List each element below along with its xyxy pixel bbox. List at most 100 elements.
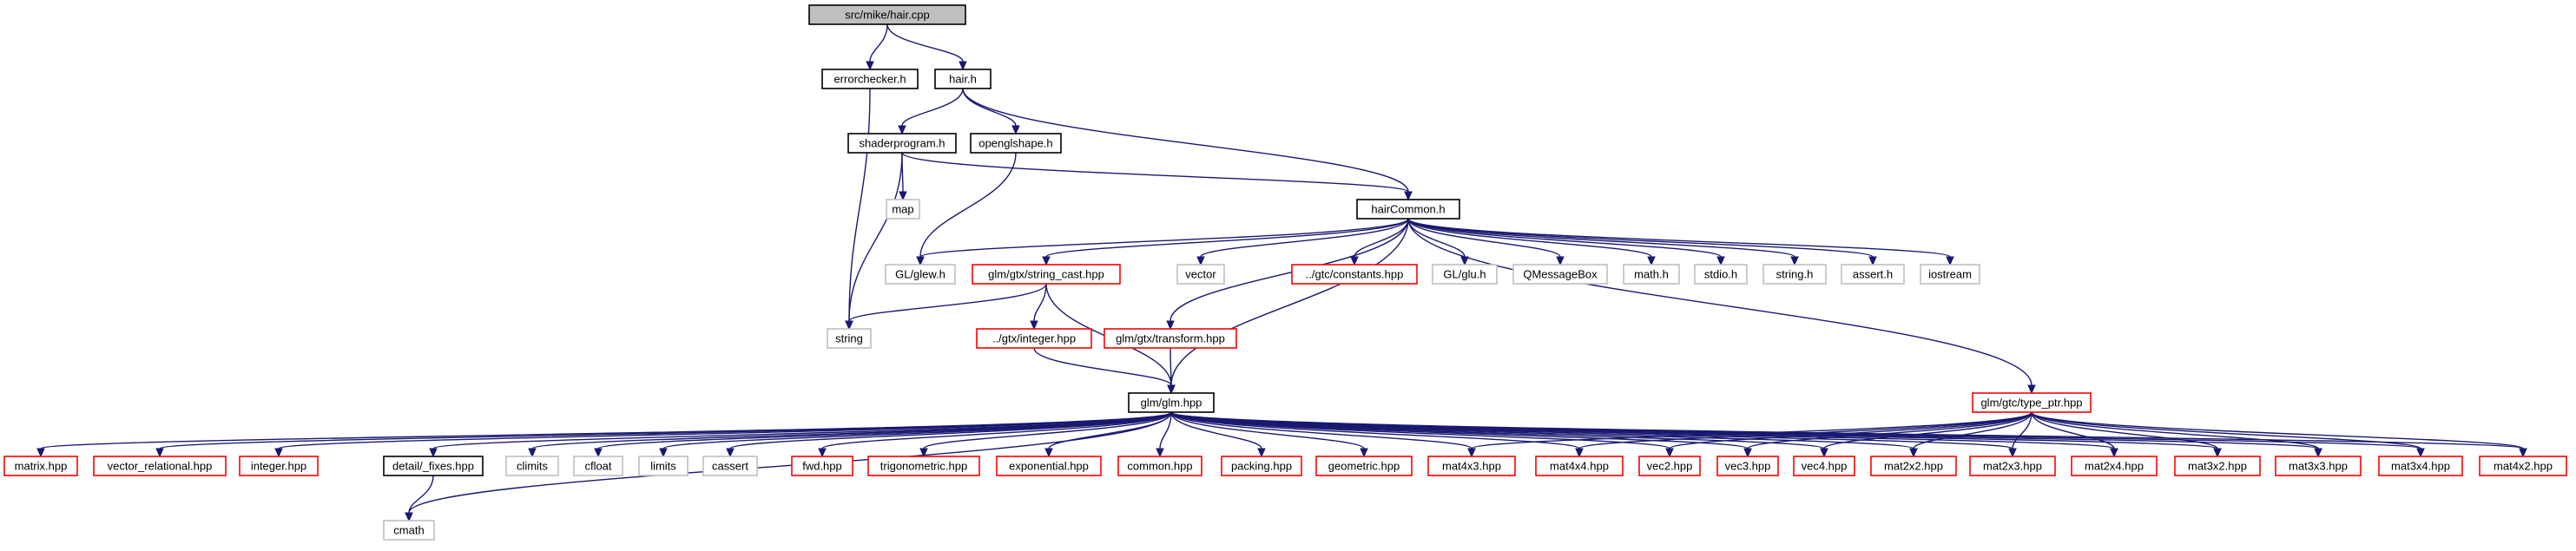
edge-arrowhead xyxy=(916,256,925,266)
edge-line xyxy=(2012,411,2032,449)
edge-arrowhead xyxy=(36,448,45,458)
dependency-edge-string_cast-to-gtx_integer xyxy=(1030,283,1047,331)
node-box xyxy=(1221,456,1302,476)
node-box xyxy=(847,133,957,154)
node-box xyxy=(383,456,484,476)
edge-arrowhead xyxy=(959,61,967,71)
node-mat2x3[interactable]: mat2x3.hpp xyxy=(1969,456,2056,476)
node-label: QMessageBox xyxy=(1523,268,1598,281)
node-errorchecker[interactable]: errorchecker.h xyxy=(821,69,919,89)
node-box xyxy=(239,456,319,476)
node-fwd[interactable]: fwd.hpp xyxy=(791,456,853,476)
node-mat3x2[interactable]: mat3x2.hpp xyxy=(2174,456,2261,476)
node-label: glm/gtc/type_ptr.hpp xyxy=(1980,397,2082,410)
node-mat4x2[interactable]: mat4x2.hpp xyxy=(2479,456,2567,476)
edge-arrowhead xyxy=(1743,448,1752,458)
dependency-edge-hairCommon-to-math xyxy=(1407,218,1656,266)
node-label: exponential.hpp xyxy=(1009,460,1089,473)
node-label: climits xyxy=(517,460,549,473)
dependency-edge-glm-to-cassert xyxy=(726,411,1172,458)
node-vector: vector xyxy=(1176,264,1225,285)
edge-line xyxy=(1159,411,1172,449)
edge-arrowhead xyxy=(1404,191,1413,201)
dependency-edge-hair-to-shaderprogram xyxy=(898,88,964,135)
edge-line xyxy=(1407,218,1652,258)
node-box xyxy=(996,456,1102,476)
node-box xyxy=(1870,456,1957,476)
node-mat2x4[interactable]: mat2x4.hpp xyxy=(2071,456,2158,476)
node-label: matrix.hpp xyxy=(15,460,68,473)
node-trigonometric[interactable]: trigonometric.hpp xyxy=(867,456,980,476)
edge-arrowhead xyxy=(528,448,537,458)
dependency-edge-glm-to-limits xyxy=(659,411,1172,458)
node-vec2[interactable]: vec2.hpp xyxy=(1638,456,1701,476)
node-geometric[interactable]: geometric.hpp xyxy=(1315,456,1413,476)
node-label: ../gtc/constants.hpp xyxy=(1306,268,1404,281)
dependency-edge-glm-to-integer xyxy=(274,411,1172,458)
node-box xyxy=(1117,456,1202,476)
node-packing[interactable]: packing.hpp xyxy=(1221,456,1302,476)
edge-line xyxy=(962,88,1409,193)
node-box xyxy=(2174,456,2261,476)
node-box xyxy=(1623,264,1680,285)
node-box xyxy=(1762,264,1827,285)
node-mat4x3[interactable]: mat4x3.hpp xyxy=(1427,456,1516,476)
node-mat3x4[interactable]: mat3x4.hpp xyxy=(2378,456,2463,476)
dependency-edge-glm-to-trigonometric xyxy=(919,411,1172,458)
node-map: map xyxy=(886,199,920,220)
node-gtx-integer[interactable]: ../gtx/integer.hpp xyxy=(976,328,1092,349)
node-label: mat3x3.hpp xyxy=(2289,460,2348,473)
node-label: string xyxy=(835,332,863,345)
node-fixes[interactable]: detail/_fixes.hpp xyxy=(383,456,484,476)
node-hair[interactable]: hair.h xyxy=(934,69,992,89)
node-root[interactable]: src/mike/hair.cpp xyxy=(808,4,966,25)
edge-arrowhead xyxy=(2314,448,2322,458)
node-mat2x2[interactable]: mat2x2.hpp xyxy=(1870,456,1957,476)
node-mat3x3[interactable]: mat3x3.hpp xyxy=(2275,456,2362,476)
edge-line xyxy=(432,411,1172,449)
node-matrix[interactable]: matrix.hpp xyxy=(3,456,78,476)
node-vec4[interactable]: vec4.hpp xyxy=(1793,456,1855,476)
node-label: map xyxy=(892,203,913,216)
node-common[interactable]: common.hpp xyxy=(1117,456,1202,476)
dependency-edge-hairCommon-to-assert xyxy=(1407,218,1877,266)
node-iostream: iostream xyxy=(1920,264,1980,285)
dependency-edge-type_ptr-to-mat4x2 xyxy=(2031,411,2527,458)
dependency-edge-type_ptr-to-mat3x4 xyxy=(2031,411,2425,458)
edge-line xyxy=(1033,347,1172,386)
node-stdio: stdio.h xyxy=(1694,264,1748,285)
node-integer[interactable]: integer.hpp xyxy=(239,456,319,476)
node-label: stdio.h xyxy=(1704,268,1737,281)
node-constants[interactable]: ../gtc/constants.hpp xyxy=(1291,264,1418,285)
node-mat4x4[interactable]: mat4x4.hpp xyxy=(1535,456,1624,476)
dependency-edge-glm-to-fwd xyxy=(818,411,1172,458)
node-box xyxy=(1356,199,1460,220)
edge-line xyxy=(848,152,903,322)
edge-arrowhead xyxy=(1360,448,1368,458)
node-glu: GL/glu.h xyxy=(1432,264,1498,285)
edge-line xyxy=(901,88,964,127)
node-label: glm/gtx/transform.hpp xyxy=(1116,332,1225,345)
edge-arrowhead xyxy=(1257,448,1266,458)
node-exponential[interactable]: exponential.hpp xyxy=(996,456,1102,476)
node-openglshape[interactable]: openglshape.h xyxy=(970,133,1062,154)
edge-line xyxy=(1747,411,2032,449)
node-label: mat3x4.hpp xyxy=(2391,460,2450,473)
node-shaderprogram[interactable]: shaderprogram.h xyxy=(847,133,957,154)
edge-arrowhead xyxy=(1011,125,1020,135)
node-transform[interactable]: glm/gtx/transform.hpp xyxy=(1104,328,1237,349)
node-string-cast[interactable]: glm/gtx/string_cast.hpp xyxy=(972,264,1121,285)
node-hairCommon[interactable]: hairCommon.h xyxy=(1356,199,1460,220)
dependency-edge-type_ptr-to-mat4x3 xyxy=(1467,411,2032,458)
node-box xyxy=(1427,456,1516,476)
node-box xyxy=(93,456,227,476)
edge-arrowhead xyxy=(1647,256,1656,266)
node-box xyxy=(383,520,435,541)
node-vector-relational[interactable]: vector_relational.hpp xyxy=(93,456,227,476)
node-vec3[interactable]: vec3.hpp xyxy=(1716,456,1779,476)
node-type-ptr[interactable]: glm/gtc/type_ptr.hpp xyxy=(1972,392,2092,413)
node-qmessagebox: QMessageBox xyxy=(1512,264,1608,285)
node-box xyxy=(821,69,919,89)
node-glm[interactable]: glm/glm.hpp xyxy=(1128,392,1215,413)
dependency-edge-transform-to-glm xyxy=(1167,347,1176,395)
